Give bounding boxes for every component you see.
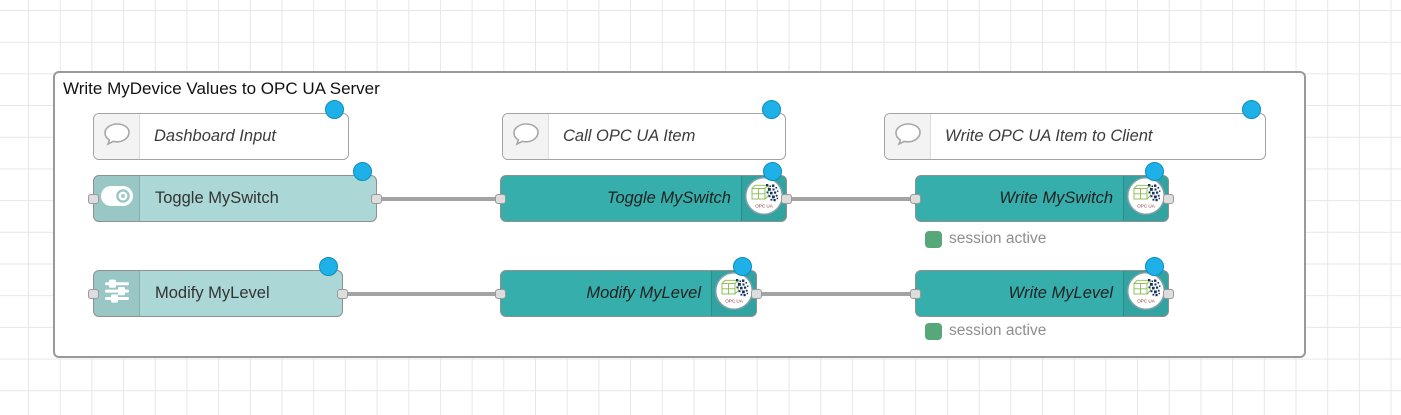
- changed-marker-dot: [1145, 162, 1164, 181]
- changed-marker-dot: [733, 257, 752, 276]
- input-port[interactable]: [88, 288, 99, 299]
- output-port[interactable]: [751, 288, 762, 299]
- opcua-logo-icon: OPC UA: [714, 271, 754, 316]
- toggle-switch-icon: [100, 185, 134, 212]
- opcua-logo-icon: OPC UA: [744, 176, 784, 221]
- output-port[interactable]: [371, 193, 382, 204]
- changed-marker-dot: [1145, 257, 1164, 276]
- node-label: Write MyLevel: [1008, 284, 1113, 302]
- opcua-write-node-write-myswitch[interactable]: Write MySwitch: [910, 162, 1174, 222]
- opcua-call-node-modify-mylevel[interactable]: Modify MyLevel: [495, 257, 762, 317]
- node-label: Write MySwitch: [999, 189, 1113, 207]
- changed-marker-dot: [1242, 100, 1261, 119]
- ui-iconbox: [94, 176, 140, 221]
- wire-call-to-write-switch[interactable]: [785, 196, 917, 201]
- comment-node-write-opcua-item[interactable]: Write OPC UA Item to Client: [884, 100, 1266, 160]
- input-port[interactable]: [495, 288, 506, 299]
- output-port[interactable]: [337, 288, 348, 299]
- status-text: session active: [949, 322, 1047, 339]
- ui-node-modify-mylevel[interactable]: Modify MyLevel: [88, 257, 348, 317]
- svg-text:OPC UA: OPC UA: [725, 299, 744, 304]
- status-dot-icon: [925, 322, 942, 340]
- group-title: Write MyDevice Values to OPC UA Server: [63, 79, 380, 98]
- svg-text:OPC UA: OPC UA: [1137, 299, 1156, 304]
- input-port[interactable]: [910, 288, 921, 299]
- node-label: Modify MyLevel: [155, 284, 270, 302]
- node-label: Toggle MySwitch: [155, 189, 279, 207]
- sliders-icon: [103, 277, 131, 310]
- ui-node-toggle-myswitch[interactable]: Toggle MySwitch: [88, 162, 382, 222]
- node-status-write-myswitch: session active: [925, 230, 1046, 248]
- comment-bubble-icon: [894, 122, 922, 151]
- opcua-iconbox: OPC UA: [1123, 271, 1168, 316]
- wire-slider-to-call[interactable]: [343, 291, 503, 296]
- node-label: Modify MyLevel: [586, 284, 701, 302]
- opcua-logo-icon: OPC UA: [1126, 176, 1166, 221]
- input-port[interactable]: [910, 193, 921, 204]
- changed-marker-dot: [762, 100, 781, 119]
- comment-label: Call OPC UA Item: [563, 127, 696, 145]
- comment-label: Dashboard Input: [154, 127, 277, 145]
- output-port[interactable]: [1163, 193, 1174, 204]
- opcua-logo-icon: OPC UA: [1126, 271, 1166, 316]
- comment-bubble-icon: [512, 122, 540, 151]
- status-text: session active: [949, 230, 1047, 247]
- comment-label: Write OPC UA Item to Client: [945, 127, 1153, 145]
- opcua-write-node-write-mylevel[interactable]: Write MyLevel: [910, 257, 1174, 317]
- opcua-iconbox: OPC UA: [711, 271, 756, 316]
- svg-text:OPC UA: OPC UA: [1137, 204, 1156, 209]
- input-port[interactable]: [88, 193, 99, 204]
- node-status-write-mylevel: session active: [925, 322, 1046, 340]
- output-port[interactable]: [1163, 288, 1174, 299]
- ui-iconbox: [94, 271, 140, 316]
- comment-bubble-icon: [103, 122, 131, 151]
- comment-iconbox: [885, 114, 931, 159]
- input-port[interactable]: [495, 193, 506, 204]
- comment-iconbox: [503, 114, 549, 159]
- svg-text:OPC UA: OPC UA: [755, 204, 774, 209]
- wire-call-to-write-level[interactable]: [755, 291, 917, 296]
- comment-node-dashboard-input[interactable]: Dashboard Input: [93, 100, 349, 160]
- changed-marker-dot: [319, 257, 338, 276]
- comment-node-call-opcua-item[interactable]: Call OPC UA Item: [502, 100, 786, 160]
- output-port[interactable]: [781, 193, 792, 204]
- opcua-iconbox: OPC UA: [1123, 176, 1168, 221]
- changed-marker-dot: [325, 100, 344, 119]
- changed-marker-dot: [353, 162, 372, 181]
- status-dot-icon: [925, 230, 942, 248]
- opcua-call-node-toggle-myswitch[interactable]: Toggle MySwitch: [495, 162, 792, 222]
- changed-marker-dot: [763, 162, 782, 181]
- node-label: Toggle MySwitch: [606, 189, 731, 207]
- wire-toggle-to-call[interactable]: [377, 196, 502, 201]
- comment-iconbox: [94, 114, 140, 159]
- opcua-iconbox: OPC UA: [741, 176, 786, 221]
